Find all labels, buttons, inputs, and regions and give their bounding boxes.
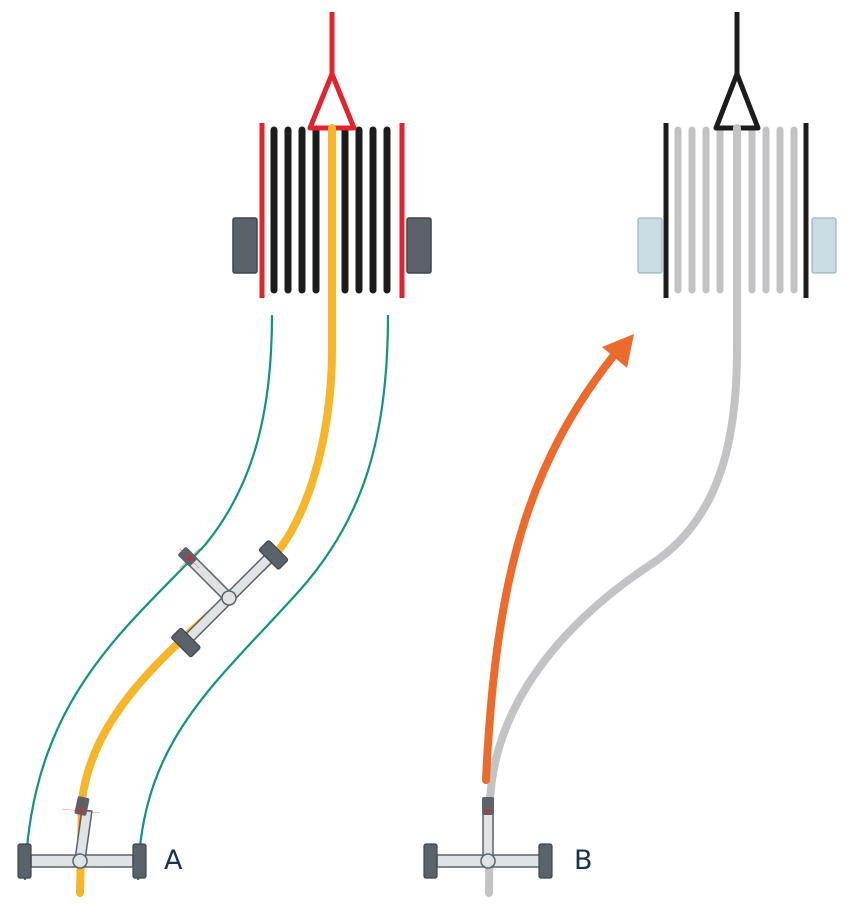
reel-coils-a bbox=[270, 126, 391, 294]
cart-hub bbox=[221, 590, 237, 606]
hose-a bbox=[76, 124, 336, 897]
cart-nozzle bbox=[482, 797, 494, 815]
reel-wheel-right-a bbox=[406, 217, 432, 274]
cart-wheel-right bbox=[258, 540, 289, 570]
reel-wheel-right-b bbox=[811, 217, 837, 274]
cart-wheel-right bbox=[132, 843, 147, 879]
panel-b: B bbox=[423, 12, 837, 897]
cart-crosshair bbox=[179, 548, 200, 569]
panel-a-label: A bbox=[164, 845, 183, 876]
track-line-right-a bbox=[136, 314, 390, 881]
arrow-shaft-b bbox=[482, 346, 622, 784]
cart-bottom-b bbox=[423, 797, 553, 879]
cart-wheel-left bbox=[423, 843, 438, 879]
cart-hub bbox=[72, 853, 88, 869]
arrow-head-b bbox=[602, 334, 634, 368]
reel-wheel-left-b bbox=[637, 217, 663, 274]
hose-b bbox=[485, 124, 741, 897]
cart-bottom-a bbox=[17, 794, 147, 879]
panel-a: A bbox=[17, 12, 432, 897]
reel-wheel-left-a bbox=[232, 217, 258, 274]
reel-coils-b bbox=[674, 126, 798, 294]
panel-b-label: B bbox=[574, 845, 593, 876]
cart-wheel-left bbox=[171, 627, 201, 658]
cart-hub bbox=[480, 853, 496, 869]
cart-crosshair bbox=[61, 794, 101, 827]
hose-reel-b bbox=[637, 12, 837, 298]
reel-drawbar-b bbox=[713, 12, 761, 131]
arrow-b bbox=[482, 334, 634, 784]
cart-wheel-left bbox=[17, 843, 32, 879]
cart-sensor-dot bbox=[486, 809, 490, 813]
cart-wheel-right bbox=[538, 843, 553, 879]
reel-drawbar-a bbox=[307, 12, 357, 131]
cart-middle-a bbox=[171, 540, 289, 658]
